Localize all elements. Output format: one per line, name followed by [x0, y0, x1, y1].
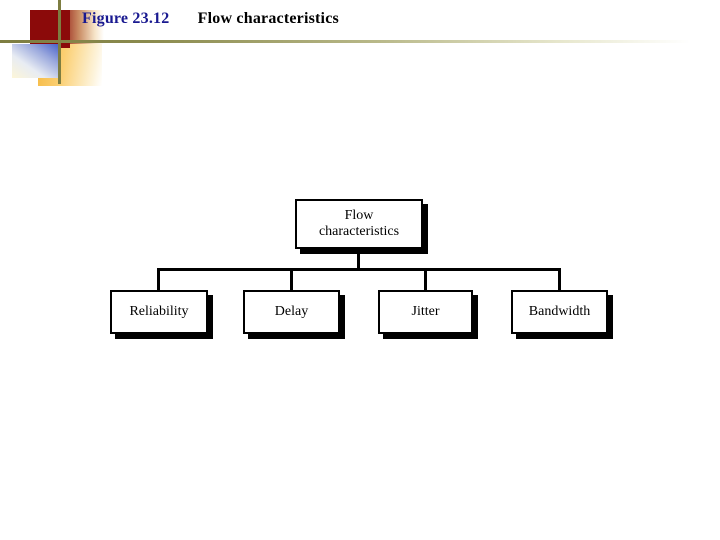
diagram-node-bandwidth-label: Bandwidth	[528, 303, 591, 319]
diagram-node-jitter-label: Jitter	[411, 303, 440, 319]
diagram-node-delay-label: Delay	[274, 303, 309, 319]
diagram-node-reliability-label: Reliability	[129, 303, 189, 319]
connector-drop-delay	[290, 268, 293, 292]
diagram-node-root: Flow characteristics	[295, 199, 423, 249]
connector-drop-bandwidth	[558, 268, 561, 292]
figure-caption: Flow characteristics	[197, 10, 339, 27]
blue-gradient-square-icon	[12, 44, 58, 78]
diagram-node-jitter: Jitter	[378, 290, 473, 334]
horizontal-rule	[0, 40, 690, 43]
connector-drop-reliability	[157, 268, 160, 292]
diagram-node-root-label: Flow characteristics	[319, 208, 399, 240]
connector-root-stem	[357, 249, 360, 270]
connector-horizontal-bus	[157, 268, 561, 271]
page-title: Figure 23.12 Flow characteristics	[82, 10, 339, 28]
diagram-node-delay: Delay	[243, 290, 340, 334]
diagram-node-root-label-line2: characteristics	[318, 224, 400, 239]
figure-number: Figure 23.12	[82, 10, 170, 27]
diagram-node-bandwidth: Bandwidth	[511, 290, 608, 334]
diagram-node-root-label-line1: Flow	[344, 207, 374, 223]
diagram-node-reliability: Reliability	[110, 290, 208, 334]
slide-decoration	[0, 0, 160, 110]
connector-drop-jitter	[424, 268, 427, 292]
